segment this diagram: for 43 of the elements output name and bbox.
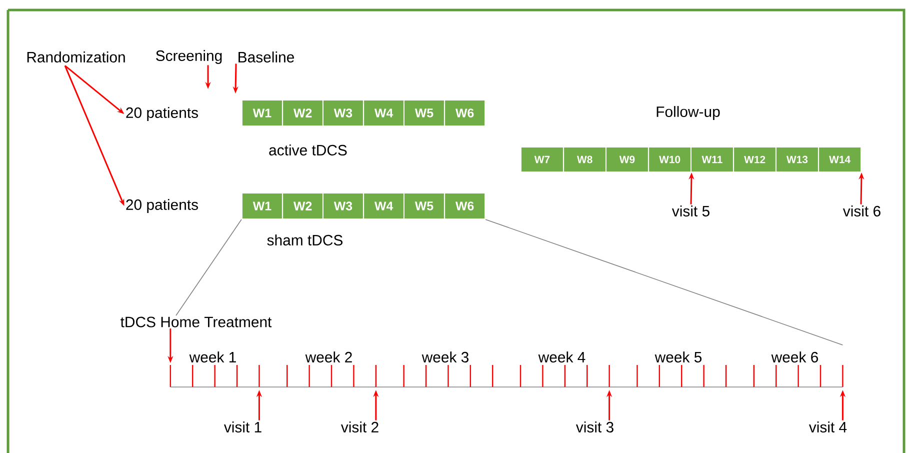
week-label: week 4 xyxy=(538,352,586,362)
group-label: 20 patients xyxy=(126,199,198,213)
visit-label: visit 3 xyxy=(576,422,614,432)
week-label: week 1 xyxy=(189,352,236,362)
row-label: sham tDCS xyxy=(267,234,342,246)
phase-label: tDCS Home Treatment xyxy=(120,316,272,328)
visit-label: visit 4 xyxy=(808,422,847,432)
week-label: week 2 xyxy=(305,352,352,362)
week-label: week 3 xyxy=(422,352,468,362)
week-cell: W5 xyxy=(403,100,445,126)
week-label: week 6 xyxy=(771,352,818,362)
week-cell: W7 xyxy=(520,146,564,172)
visit-label: visit 2 xyxy=(340,422,378,432)
leader-line xyxy=(176,219,242,316)
week-cell: W14 xyxy=(818,146,862,172)
timepoint-label: Baseline xyxy=(238,52,294,62)
week-label: week 5 xyxy=(654,352,702,362)
week-cell: W4 xyxy=(363,100,405,126)
week-cell: W3 xyxy=(322,192,364,220)
week-cell: W6 xyxy=(444,100,486,126)
timepoint-label: Screening xyxy=(156,50,222,64)
week-cell: W10 xyxy=(648,146,692,172)
week-cell: W11 xyxy=(690,146,734,172)
week-cell: W8 xyxy=(563,146,607,172)
week-cell: W1 xyxy=(241,192,283,220)
row-label: Follow-up xyxy=(656,106,720,120)
step-label: Randomization xyxy=(27,52,125,62)
leader-line xyxy=(485,219,844,346)
week-cell: W1 xyxy=(241,100,283,126)
week-cell: W9 xyxy=(605,146,649,172)
visit-label: visit 5 xyxy=(672,206,710,216)
week-cell: W3 xyxy=(322,100,364,126)
week-cell: W4 xyxy=(363,192,405,220)
week-cell: W2 xyxy=(282,192,324,220)
row-label: active tDCS xyxy=(269,144,347,156)
week-cell: W2 xyxy=(282,100,324,126)
visit-label: visit 6 xyxy=(842,206,880,216)
week-cell: W6 xyxy=(444,192,486,220)
visit-label: visit 1 xyxy=(224,422,262,432)
week-cell: W13 xyxy=(775,146,819,172)
week-cell: W12 xyxy=(733,146,777,172)
group-label: 20 patients xyxy=(126,107,198,121)
week-cell: W5 xyxy=(403,192,445,220)
